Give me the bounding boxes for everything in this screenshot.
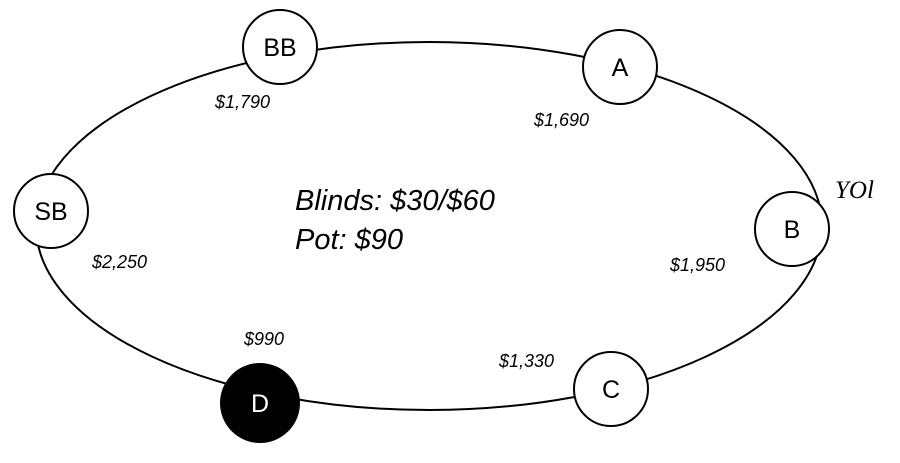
seat-b-stack: $1,950 bbox=[669, 255, 725, 275]
blinds-text: Blinds: $30/$60 bbox=[295, 185, 495, 217]
seat-d-dealer: D bbox=[220, 363, 300, 443]
seat-c-stack: $1,330 bbox=[498, 351, 554, 371]
seat-a-stack: $1,690 bbox=[533, 110, 589, 130]
you-marker: YOl bbox=[835, 177, 874, 204]
seat-bb-label: BB bbox=[263, 34, 296, 62]
seat-sb-circle bbox=[13, 173, 89, 249]
seat-b: B bbox=[754, 191, 830, 267]
seat-a-label: A bbox=[612, 54, 629, 82]
seat-bb-circle bbox=[242, 9, 318, 85]
seat-d-stack: $990 bbox=[243, 329, 284, 349]
pot-text: Pot: $90 bbox=[295, 224, 403, 256]
seat-a: A bbox=[582, 29, 658, 105]
seat-c: C bbox=[573, 351, 649, 427]
seat-sb-stack: $2,250 bbox=[91, 252, 147, 272]
seat-d-label: D bbox=[251, 390, 269, 418]
seat-c-circle bbox=[573, 351, 649, 427]
seat-b-circle bbox=[754, 191, 830, 267]
seat-a-circle bbox=[582, 29, 658, 105]
seat-bb: BB bbox=[242, 9, 318, 85]
seat-sb-label: SB bbox=[34, 198, 67, 226]
seat-b-label: B bbox=[784, 216, 801, 244]
seat-bb-stack: $1,790 bbox=[214, 92, 270, 112]
table-outline bbox=[35, 41, 823, 411]
seat-c-label: C bbox=[602, 376, 620, 404]
seat-sb: SB bbox=[13, 173, 89, 249]
seat-d-circle bbox=[220, 363, 300, 443]
